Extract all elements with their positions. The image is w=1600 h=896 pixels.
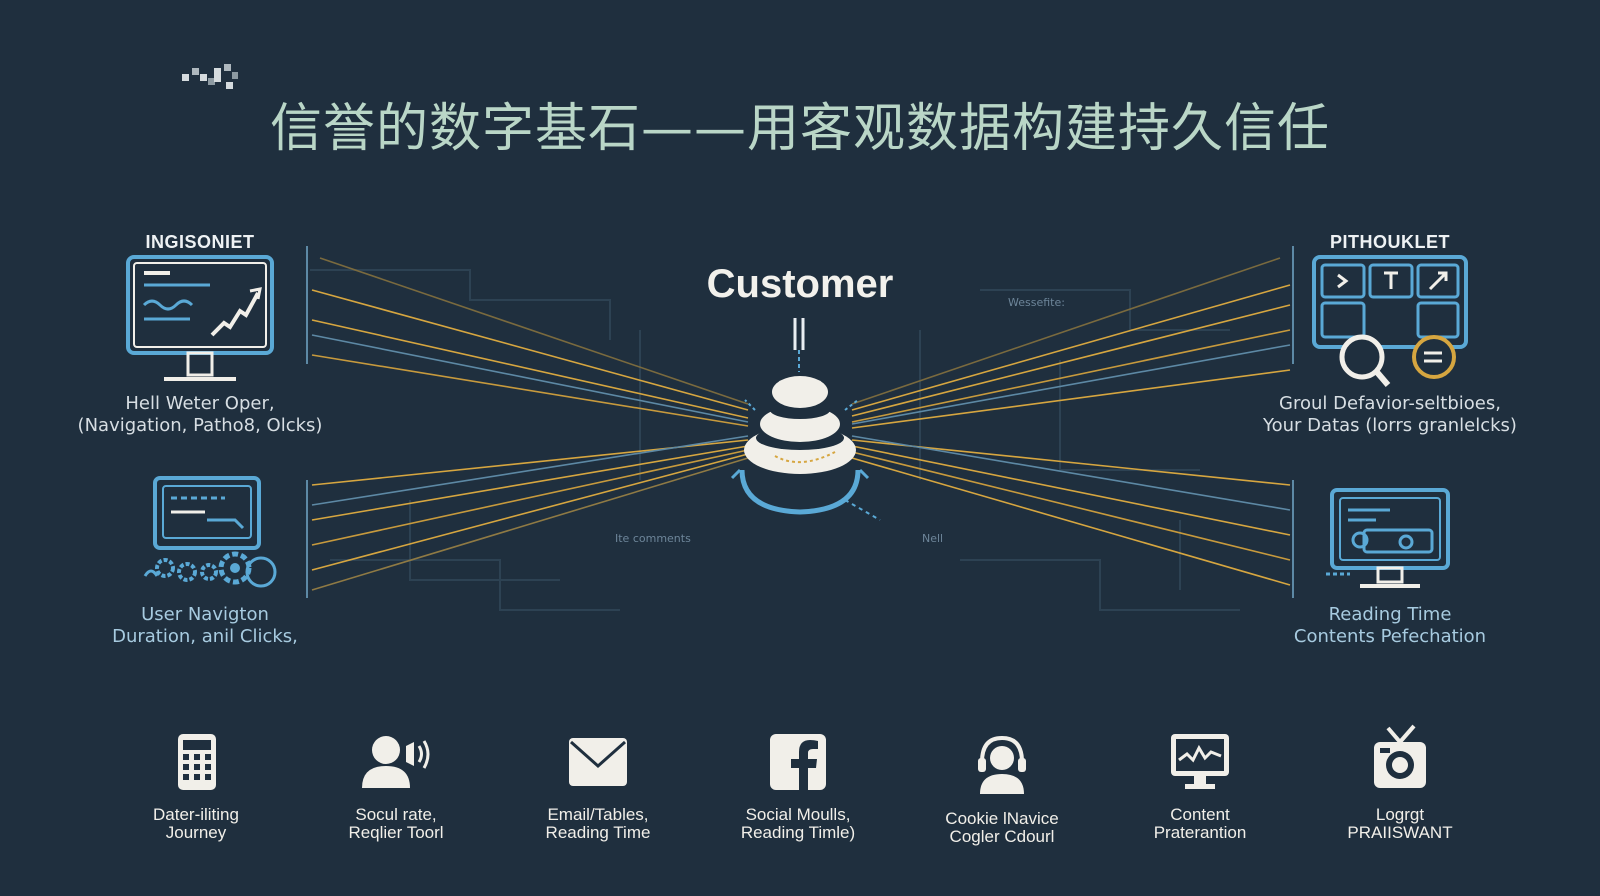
right-connection-fan xyxy=(851,257,1291,586)
divider-top-left xyxy=(306,246,308,364)
bottom-item-4-line2: Reading Timle) xyxy=(740,823,856,842)
bottom-item-5-line2: Cogler Cdourl xyxy=(949,827,1055,846)
bottom-item-6-line2: Praterantion xyxy=(1153,823,1247,842)
panel-top-right-caption-2: Your Datas (lorrs granlelcks) xyxy=(1263,415,1517,436)
divider-bottom-right xyxy=(1292,480,1294,598)
bottom-item-1-line1: Dater-iliting xyxy=(153,805,239,824)
panel-bottom-left-caption-2: Duration, anil Clicks, xyxy=(112,626,298,647)
user-speaker-icon xyxy=(362,736,430,788)
tiny-label-right: Nell xyxy=(922,532,944,545)
bottom-item-2: Socul rate, Reqlier Toorl xyxy=(306,732,486,842)
bottom-item-3-line2: Reading Time xyxy=(545,823,651,842)
divider-bottom-left xyxy=(306,480,308,598)
panel-top-left-caption-1: Hell Weter Oper, xyxy=(125,393,275,414)
headset-user-icon xyxy=(978,735,1026,794)
bottom-item-3-line1: Email/Tables, xyxy=(547,805,649,824)
brand-logo xyxy=(182,64,238,89)
bottom-item-3: Email/Tables, Reading Time xyxy=(508,732,688,842)
bottom-item-5: Cookie lNavice Cogler Cdourl xyxy=(912,732,1092,846)
panel-top-left-heading: INGISONIET xyxy=(145,232,255,252)
bottom-item-2-line1: Socul rate, xyxy=(355,805,437,824)
bottom-item-6-line1: Content xyxy=(1170,805,1230,824)
panel-bottom-right: Reading Time Contents Pefechation xyxy=(1250,488,1530,648)
calculator-icon xyxy=(178,734,216,790)
monitor-gears-icon xyxy=(143,476,277,588)
analytics-monitor-icon xyxy=(126,255,274,381)
panel-top-right-caption-1: Groul Defavior-seltbioes, xyxy=(1279,393,1501,414)
circuit-background xyxy=(310,269,1240,611)
bottom-item-2-line2: Reqlier Toorl xyxy=(348,823,444,842)
bottom-item-4: Social Moulls, Reading Timle) xyxy=(708,732,888,842)
customer-hub-icon xyxy=(730,376,881,521)
bottom-item-7: Logrgt PRAIISWANT xyxy=(1310,724,1490,842)
envelope-icon xyxy=(569,738,627,786)
bottom-item-6: Content Praterantion xyxy=(1110,732,1290,842)
panel-bottom-right-caption-2: Contents Pefechation xyxy=(1293,626,1487,647)
panel-top-right: PITHOUKLET Groul Defavior-seltbioes, You… xyxy=(1250,232,1530,437)
panel-bottom-right-caption-1: Reading Time xyxy=(1328,604,1452,625)
bottom-item-5-line1: Cookie lNavice xyxy=(945,809,1059,828)
bottom-item-1: Dater-iliting Journey xyxy=(106,732,286,842)
tiny-label-top: Wessefite: xyxy=(1008,296,1065,309)
page-title: 信誉的数字基石——用客观数据构建持久信任 xyxy=(269,99,1330,159)
panel-top-left-caption-2: (Navigation, Patho8, Olcks) xyxy=(77,415,323,436)
panel-top-left: INGISONIET Hell Weter Oper, (Navigation,… xyxy=(60,232,340,437)
bottom-item-1-line2: Journey xyxy=(165,823,227,842)
bottom-item-4-line1: Social Moulls, xyxy=(745,805,851,824)
panel-bottom-left: User Navigton Duration, anil Clicks, xyxy=(70,476,340,648)
customer-label: Customer xyxy=(706,262,894,306)
hub-connector xyxy=(793,318,805,350)
panel-bottom-left-caption-1: User Navigton xyxy=(141,604,269,625)
dashboard-grid-icon xyxy=(1312,255,1468,387)
divider-top-right xyxy=(1292,246,1294,364)
facebook-icon xyxy=(770,734,826,790)
bottom-item-7-line1: Logrgt xyxy=(1375,805,1425,824)
panel-top-right-heading: PITHOUKLET xyxy=(1330,232,1450,252)
camera-tv-icon xyxy=(1374,724,1426,788)
monitor-chart-icon xyxy=(1171,734,1229,789)
bottom-item-7-line2: PRAIISWANT xyxy=(1347,823,1453,842)
left-connection-fan xyxy=(311,257,749,591)
monitor-search-icon xyxy=(1326,488,1450,588)
tiny-label-left: Ite comments xyxy=(615,532,691,545)
